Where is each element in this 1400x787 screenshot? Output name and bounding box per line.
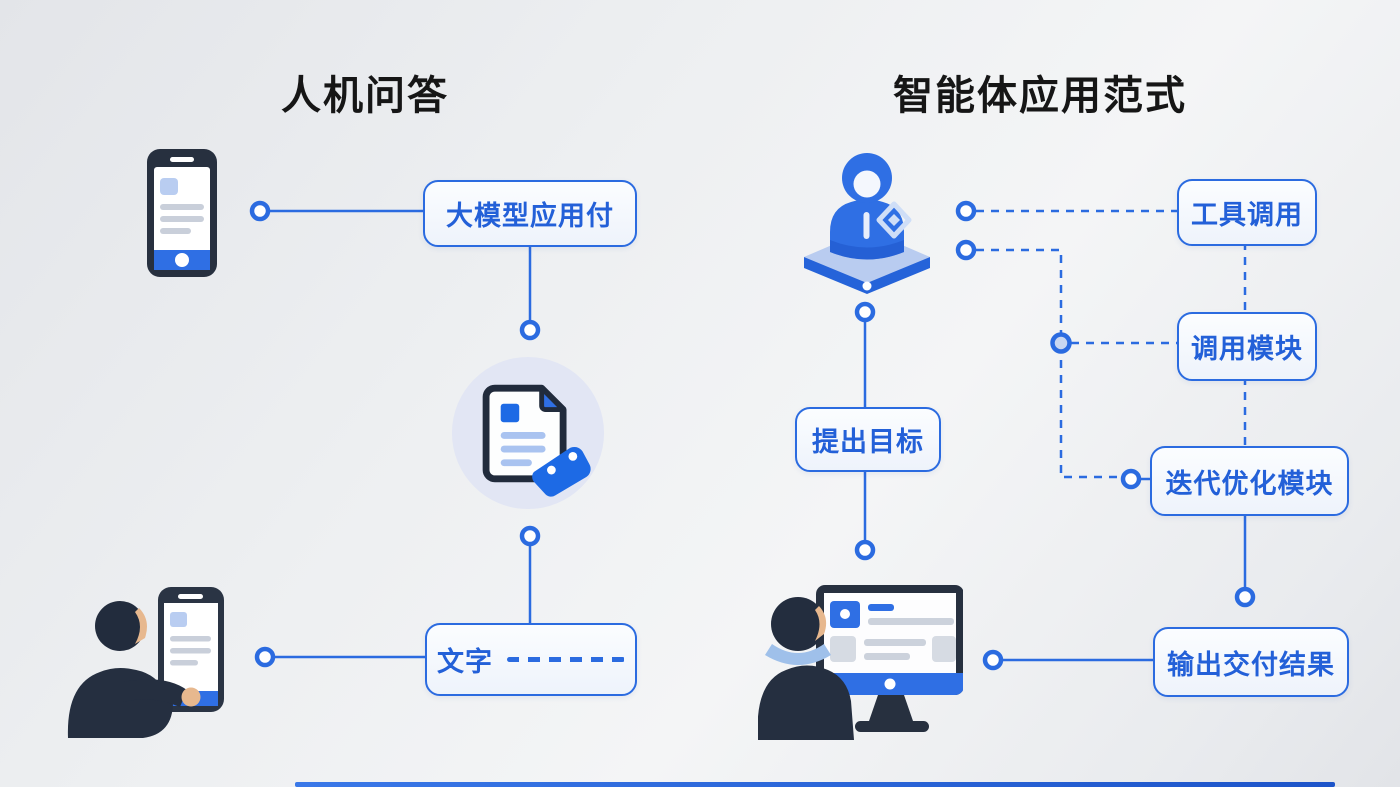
box-propose-goal-label: 提出目标 bbox=[812, 427, 924, 457]
person-at-computer-icon bbox=[758, 585, 963, 740]
node-to-iterate bbox=[1120, 468, 1142, 490]
box-call-module: 调用模块 bbox=[1177, 312, 1317, 381]
node-modelapp-to-document bbox=[519, 319, 541, 341]
box-model-app: 大模型应用付 bbox=[423, 180, 637, 247]
node-agent-to-goal bbox=[854, 301, 876, 323]
node-goal-to-user bbox=[854, 539, 876, 561]
box-tool-call: 工具调用 bbox=[1177, 179, 1317, 246]
node-iterate-output bbox=[1234, 586, 1256, 608]
agent-on-platform-icon bbox=[804, 153, 930, 294]
box-text: 文字 bbox=[425, 623, 637, 696]
node-agent-branch bbox=[955, 239, 977, 261]
right-title: 智能体应用范式 bbox=[893, 74, 1187, 118]
box-output-label: 输出交付结果 bbox=[1167, 649, 1335, 680]
node-agent-to-toolcall bbox=[955, 200, 977, 222]
smartphone-icon bbox=[147, 149, 217, 277]
node-document-to-text bbox=[519, 525, 541, 547]
node-junction-callmodule bbox=[1050, 332, 1072, 354]
node-phone-to-modelapp bbox=[249, 200, 271, 222]
box-output: 输出交付结果 bbox=[1153, 627, 1349, 697]
node-text-to-user bbox=[254, 646, 276, 668]
box-iterate-label: 迭代优化模块 bbox=[1165, 468, 1334, 499]
document-badge-icon bbox=[451, 356, 605, 510]
box-model-app-label: 大模型应用付 bbox=[446, 201, 614, 231]
box-iterate: 迭代优化模块 bbox=[1150, 446, 1349, 516]
box-propose-goal: 提出目标 bbox=[795, 407, 941, 472]
bottom-accent-strip bbox=[295, 782, 1335, 787]
node-output-to-user bbox=[982, 649, 1004, 671]
left-title: 人机问答 bbox=[281, 74, 449, 118]
box-text-label: 文字 bbox=[437, 647, 493, 677]
dash-line-decoration bbox=[507, 657, 625, 662]
box-tool-call-label: 工具调用 bbox=[1191, 200, 1303, 230]
person-holding-phone-icon bbox=[67, 587, 224, 738]
box-call-module-label: 调用模块 bbox=[1191, 334, 1303, 364]
